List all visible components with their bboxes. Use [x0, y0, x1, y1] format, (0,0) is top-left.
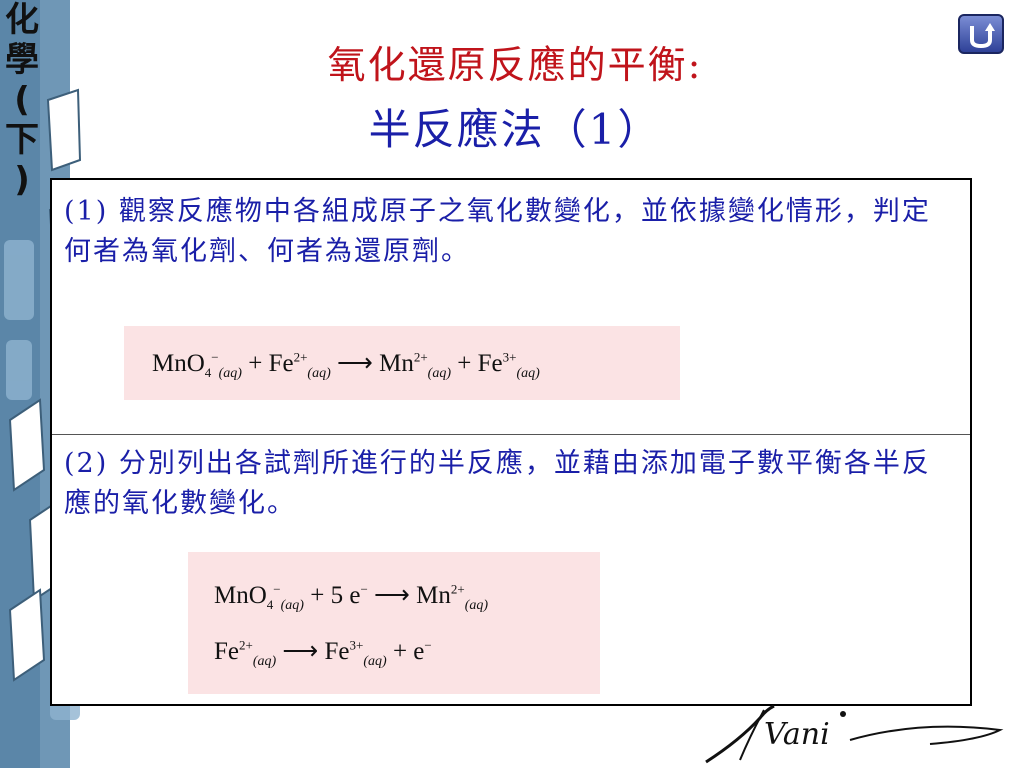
return-arrow-icon [958, 14, 1004, 54]
step-2-text: (2) 分別列出各試劑所進行的半反應，並藉由添加電子數平衡各半反應的氧化數變化。 [64, 448, 931, 519]
charge: − [273, 581, 281, 597]
plus-sign: + [392, 638, 408, 665]
formula-fe: Fe [324, 638, 350, 665]
content-box: (1) 觀察反應物中各組成原子之氧化數變化，並依據變化情形，判定何者為氧化劑、何… [50, 178, 972, 706]
charge: 3+ [349, 637, 364, 653]
vani-signature: Vani [705, 704, 1004, 764]
subject-char: 下 [5, 120, 39, 160]
plus-sign: + [248, 350, 263, 377]
state-label: (aq) [252, 654, 277, 669]
subject-char: 化 [5, 0, 39, 40]
formula-mn: Mn [379, 350, 414, 377]
charge: 2+ [413, 349, 428, 365]
subject-char: ) [14, 160, 30, 200]
electron: e [413, 638, 425, 665]
plus-sign: + [310, 582, 325, 609]
charge: 2+ [450, 581, 465, 597]
formula-mn: Mn [416, 582, 451, 609]
section-divider [52, 434, 970, 435]
state-label: (aq) [516, 366, 540, 381]
title-main: 氧化還原反應的平衡: [327, 43, 703, 87]
title-sub: 半反應法（1） [368, 105, 662, 154]
state-label: (aq) [427, 366, 451, 381]
reaction-arrow: ⟶ [374, 582, 410, 609]
subject-char: 學 [5, 40, 39, 80]
formula-mno4: MnO [152, 350, 205, 377]
state-label: (aq) [218, 366, 242, 381]
equation-box-2: MnO4−(aq) + 5 e− ⟶ Mn2+(aq) Fe2+(aq) ⟶ F… [188, 552, 600, 694]
plus-sign: + [457, 350, 472, 377]
charge: 3+ [502, 349, 517, 365]
charge: 2+ [293, 349, 308, 365]
charge: − [211, 349, 219, 365]
formula-mno4: MnO [214, 582, 267, 609]
svg-text:Vani: Vani [764, 717, 830, 752]
charge: − [424, 637, 432, 653]
half-reaction-reduction: MnO4−(aq) + 5 e− ⟶ Mn2+(aq) [214, 580, 488, 614]
state-label: (aq) [280, 598, 304, 613]
state-label: (aq) [363, 654, 387, 669]
electrons: 5 e [330, 582, 361, 609]
step-1-text: (1) 觀察反應物中各組成原子之氧化數變化，並依據變化情形，判定何者為氧化劑、何… [64, 196, 931, 267]
return-button[interactable] [958, 14, 1004, 54]
state-label: (aq) [307, 366, 331, 381]
charge: − [360, 581, 368, 597]
formula-fe: Fe [268, 350, 294, 377]
half-reaction-oxidation: Fe2+(aq) ⟶ Fe3+(aq) + e− [214, 636, 432, 670]
subject-label: 化 學 ( 下 ) [0, 0, 44, 200]
formula-fe: Fe [214, 638, 239, 665]
subscript: 4 [266, 597, 274, 612]
equation-box-1: MnO4−(aq) + Fe2+(aq) ⟶ Mn2+(aq) + Fe3+(a… [124, 326, 680, 400]
reaction-arrow: ⟶ [282, 638, 319, 665]
subject-char: ( [14, 80, 30, 120]
equation-overall: MnO4−(aq) + Fe2+(aq) ⟶ Mn2+(aq) + Fe3+(a… [152, 348, 540, 382]
subscript: 4 [204, 365, 212, 380]
charge: 2+ [239, 637, 253, 653]
reaction-arrow: ⟶ [337, 350, 373, 377]
state-label: (aq) [464, 598, 489, 613]
formula-fe: Fe [477, 350, 503, 377]
